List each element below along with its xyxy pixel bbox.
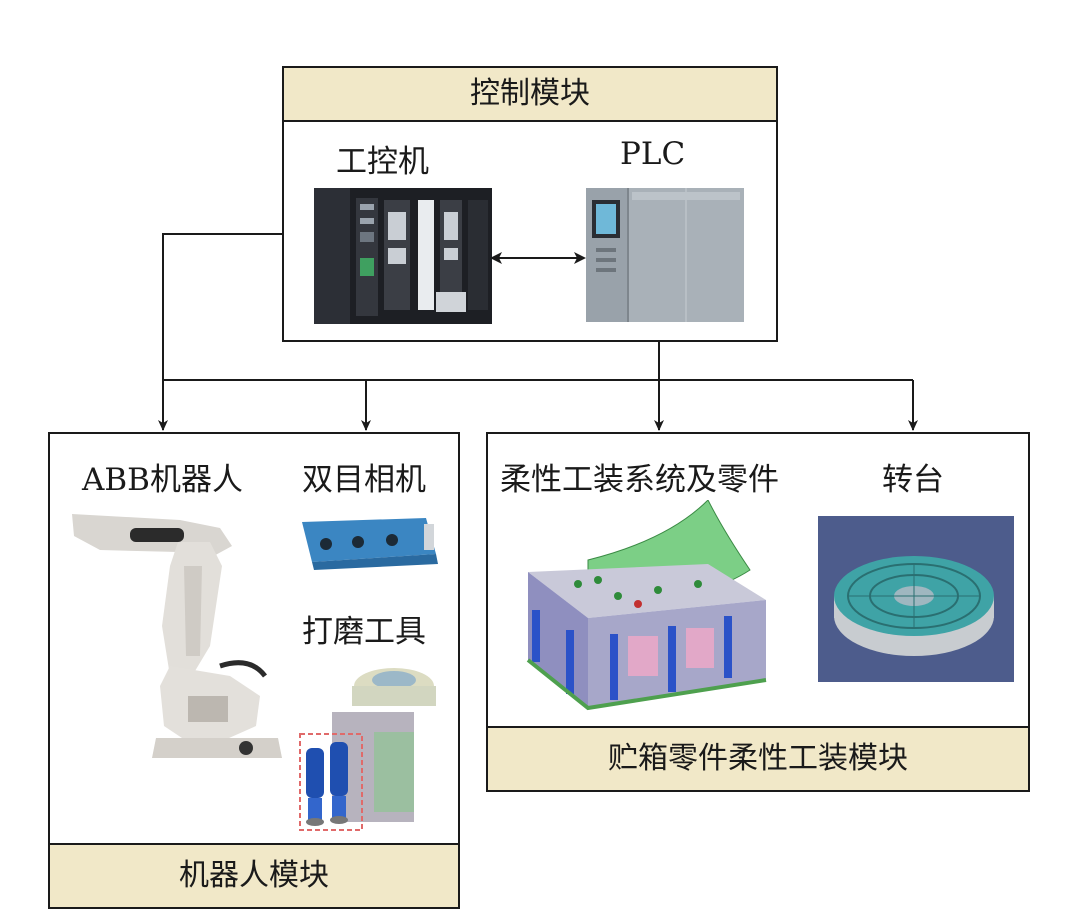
stereo-camera-icon <box>302 518 438 570</box>
robot-module: ABB机器人 双目相机 打磨工具 机器人模块 <box>48 432 460 909</box>
robot-module-title: 机器人模块 <box>50 843 458 907</box>
grinding-tool-label: 打磨工具 <box>302 614 426 650</box>
grinding-tool-icon <box>299 668 436 831</box>
control-module: 控制模块 工控机 PLC <box>282 66 778 342</box>
tooling-module-title: 贮箱零件柔性工装模块 <box>488 726 1028 790</box>
abb-robot-label: ABB机器人 <box>82 462 243 498</box>
tooling-module: 柔性工装系统及零件 转台 贮箱零件柔性工装模块 <box>486 432 1030 792</box>
turntable-icon <box>818 516 1014 682</box>
turntable-label: 转台 <box>882 462 944 498</box>
stereo-camera-label: 双目相机 <box>302 462 426 498</box>
plc-icon <box>586 188 744 322</box>
control-module-title: 控制模块 <box>284 68 776 122</box>
ipc-plc-link-arrow <box>490 252 586 264</box>
flexible-fixture-icon <box>526 500 767 711</box>
ipc-link-line <box>162 229 294 380</box>
ipc-label: 工控机 <box>336 144 429 180</box>
plc-label: PLC <box>620 136 686 172</box>
flexible-fixture-label: 柔性工装系统及零件 <box>500 462 779 498</box>
industrial-pc-icon <box>314 188 492 324</box>
abb-robot-icon <box>72 514 282 758</box>
